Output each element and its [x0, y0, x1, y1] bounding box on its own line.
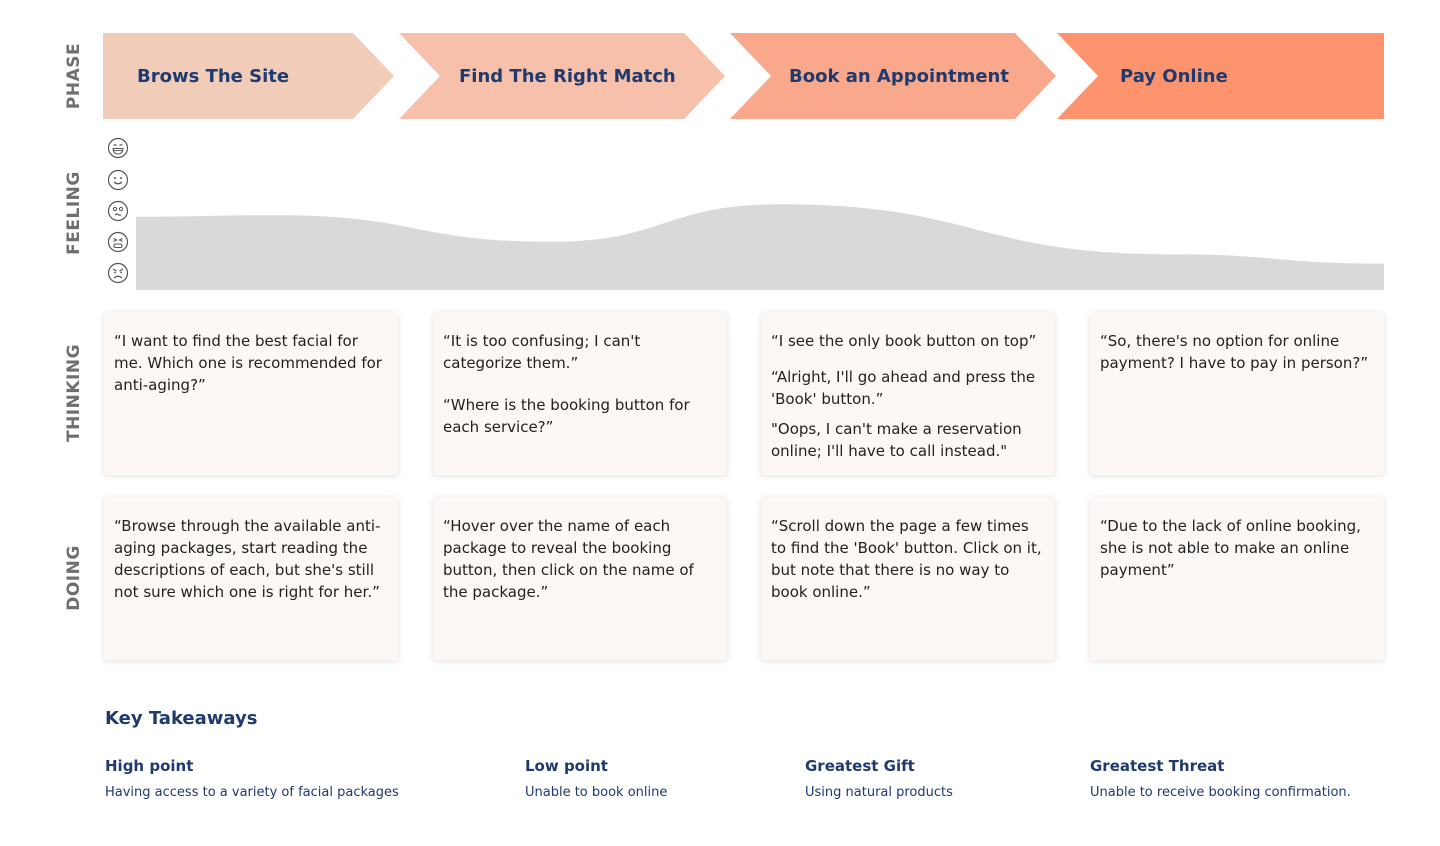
takeaway-text-greatest-gift: Using natural products	[805, 785, 953, 800]
thinking-quote: “Where is the booking button for each se…	[443, 396, 690, 436]
thinking-quote: “I see the only book button on top”	[771, 332, 1037, 350]
phase-label: Brows The Site	[137, 66, 290, 87]
confused-face-icon	[107, 200, 129, 222]
tired-face-icon	[107, 231, 129, 253]
thinking-card: “I want to find the best facial for me. …	[104, 312, 398, 475]
feeling-area	[136, 204, 1384, 290]
phase-chevron-find-the-right-match	[399, 33, 725, 119]
takeaway-heading-greatest-threat: Greatest Threat	[1090, 757, 1225, 775]
phase-row: Brows The Site Find The Right Match Book…	[0, 0, 1440, 130]
takeaway-text-high-point: Having access to a variety of facial pac…	[105, 785, 399, 800]
row-label-doing: DOING	[64, 545, 84, 611]
takeaway-heading-low-point: Low point	[525, 757, 608, 775]
thinking-quote: "Oops, I can't make a reservation online…	[771, 420, 1022, 460]
feeling-curve	[136, 204, 1384, 290]
key-takeaways-title: Key Takeaways	[105, 708, 258, 729]
thinking-card: “It is too confusing; I can't categorize…	[433, 312, 727, 475]
doing-text: “Browse through the available anti-aging…	[114, 517, 381, 601]
doing-card: “Browse through the available anti-aging…	[104, 497, 398, 660]
takeaway-heading-greatest-gift: Greatest Gift	[805, 757, 915, 775]
laughing-face-icon	[107, 137, 129, 159]
doing-card: “Due to the lack of online booking, she …	[1090, 497, 1384, 660]
phase-chevrons	[103, 33, 1384, 119]
takeaway-text-greatest-threat: Unable to receive booking confirmation.	[1090, 785, 1351, 800]
row-label-thinking: THINKING	[64, 343, 84, 443]
phase-label: Book an Appointment	[789, 66, 1009, 87]
thinking-quote: “I want to find the best facial for me. …	[114, 332, 382, 394]
smiling-face-icon	[107, 169, 129, 191]
thinking-card: “I see the only book button on top” “Alr…	[761, 312, 1055, 475]
thinking-quote: “So, there's no option for online paymen…	[1100, 332, 1369, 372]
angry-face-icon	[107, 262, 129, 284]
phase-chevron-pay-online	[1057, 33, 1384, 119]
takeaway-text-low-point: Unable to book online	[525, 785, 668, 800]
thinking-quote: “Alright, I'll go ahead and press the 'B…	[771, 368, 1036, 408]
phase-chevron-brows-the-site	[103, 33, 394, 119]
takeaway-heading-high-point: High point	[105, 757, 194, 775]
doing-card: “Scroll down the page a few times to fin…	[761, 497, 1055, 660]
phase-label: Find The Right Match	[459, 66, 676, 87]
thinking-quote: “It is too confusing; I can't categorize…	[443, 332, 641, 372]
doing-text: “Scroll down the page a few times to fin…	[771, 517, 1042, 601]
phase-label: Pay Online	[1120, 66, 1228, 87]
thinking-card: “So, there's no option for online paymen…	[1090, 312, 1384, 475]
doing-text: “Due to the lack of online booking, she …	[1100, 517, 1361, 579]
phase-chevron-book-an-appointment	[730, 33, 1056, 119]
doing-card: “Hover over the name of each package to …	[433, 497, 727, 660]
doing-text: “Hover over the name of each package to …	[443, 517, 694, 601]
